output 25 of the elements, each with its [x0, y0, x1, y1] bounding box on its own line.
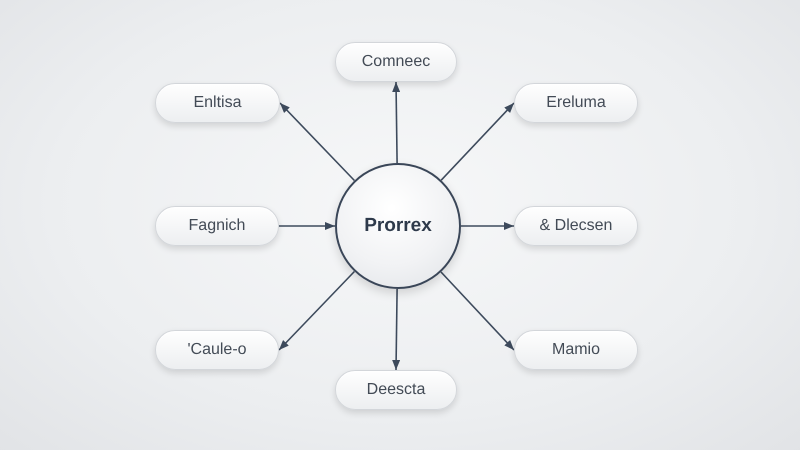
- arrow: [461, 222, 514, 230]
- arrow: [279, 222, 335, 230]
- arrow: [440, 271, 515, 351]
- node-label: Comneec: [362, 52, 430, 72]
- arrow: [278, 270, 355, 351]
- node-label: Fagnich: [188, 216, 246, 236]
- center-label: Prorrex: [364, 214, 432, 238]
- rounded-node: [155, 330, 279, 370]
- arrow: [392, 82, 400, 164]
- node-label: & Dlecsen: [540, 216, 612, 236]
- node-label: Deescta: [366, 380, 426, 400]
- node-label: 'Caule-o: [187, 340, 247, 360]
- arrow: [279, 102, 355, 182]
- rounded-node: [155, 206, 279, 246]
- node-label: Ereluma: [546, 93, 606, 113]
- node-label: Enltisa: [193, 93, 242, 113]
- rounded-node: [514, 206, 638, 246]
- rounded-node: [514, 330, 638, 370]
- arrow: [440, 102, 515, 181]
- node-label: Mamio: [552, 340, 600, 360]
- rounded-node: [514, 83, 638, 123]
- rounded-node: [335, 42, 457, 82]
- arrow: [392, 288, 400, 370]
- rounded-node: [335, 370, 457, 410]
- rounded-node: [155, 83, 280, 123]
